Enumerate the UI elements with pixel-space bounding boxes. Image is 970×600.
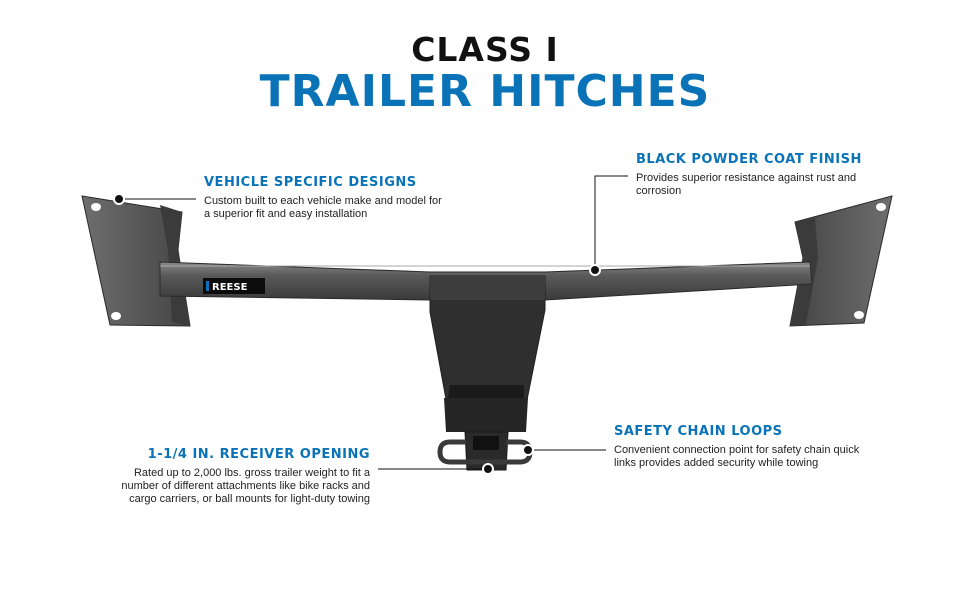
callout-powder-coat: BLACK POWDER COAT FINISH Provides superi… <box>636 152 876 198</box>
callout-dot <box>113 193 125 205</box>
reese-logo-badge <box>203 278 265 294</box>
reese-logo-text: REESE <box>212 282 248 293</box>
callout-body: Custom built to each vehicle make and mo… <box>204 195 442 220</box>
title-line-1: CLASS I <box>411 30 559 69</box>
callout-body: Convenient connection point for safety c… <box>614 444 860 469</box>
bolt-hole <box>91 203 101 211</box>
bolt-hole <box>111 312 121 320</box>
callout-safety-chain-loops: SAFETY CHAIN LOOPS Convenient connection… <box>614 424 874 470</box>
callout-heading: VEHICLE SPECIFIC DESIGNS <box>204 175 417 190</box>
bolt-hole <box>854 311 864 319</box>
callout-heading: SAFETY CHAIN LOOPS <box>614 424 783 439</box>
callout-body: Provides superior resistance against rus… <box>636 172 857 197</box>
left-mounting-bracket <box>81 195 191 327</box>
callout-body: Rated up to 2,000 lbs. gross trailer wei… <box>121 467 370 505</box>
callout-heading: BLACK POWDER COAT FINISH <box>636 152 862 167</box>
receiver-opening <box>473 436 499 450</box>
callout-receiver-opening: 1-1/4 IN. RECEIVER OPENING Rated up to 2… <box>110 447 370 506</box>
callout-dot <box>522 444 534 456</box>
title-line-2: TRAILER HITCHES <box>259 66 711 117</box>
callout-dot <box>589 264 601 276</box>
callout-vehicle-specific: VEHICLE SPECIFIC DESIGNS Custom built to… <box>204 175 444 221</box>
leader-lines <box>119 175 628 470</box>
bolt-hole <box>876 203 886 211</box>
right-mounting-bracket <box>789 195 893 327</box>
callout-heading: 1-1/4 IN. RECEIVER OPENING <box>147 447 370 462</box>
callout-dot <box>482 463 494 475</box>
